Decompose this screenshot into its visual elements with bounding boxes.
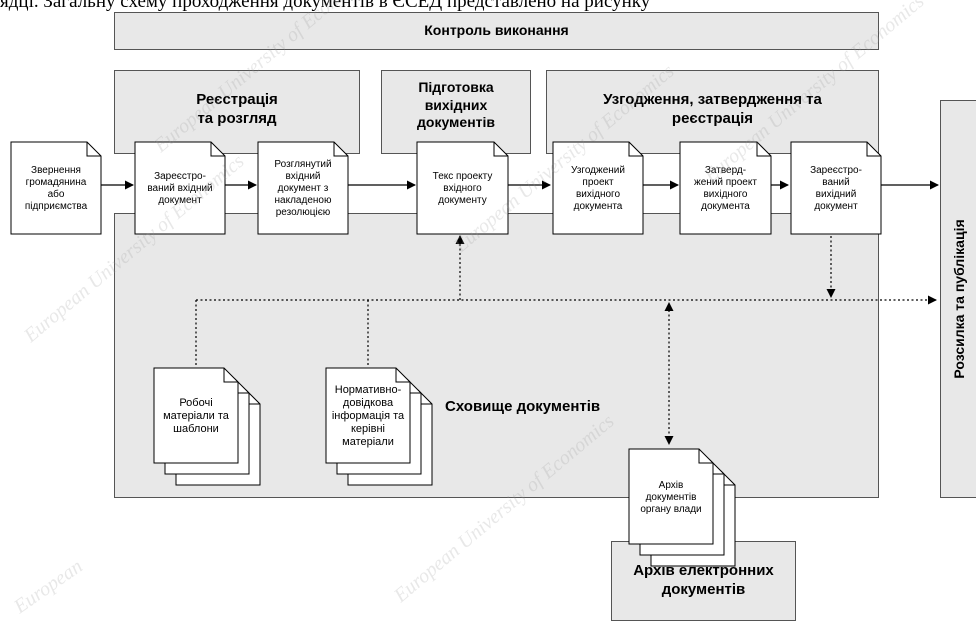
doc-draft-text: Текс проекту вхідного документу xyxy=(416,141,509,235)
stack-authority-archive: Архів документів органу влади xyxy=(628,448,736,567)
doc-registered-outgoing: Зареєстро- ваний вихідний документ xyxy=(790,141,882,235)
doc-registered-incoming-label: Зареєстро- ваний вхідний документ xyxy=(147,171,213,206)
doc-citizen-request: Звернення громадянина або підприємства xyxy=(10,141,102,235)
panel-distribution: Розсилка та публікація xyxy=(940,100,976,498)
stack-work-materials-label: Робочі матеріали та шаблони xyxy=(163,396,229,436)
panel-registration: Реєстрація та розгляд xyxy=(114,70,360,154)
doc-approved-draft-label: Затверд- жений проект вихідного документ… xyxy=(694,165,757,212)
doc-reviewed-incoming-label: Розглянутий вхідний документ з накладено… xyxy=(274,159,332,218)
doc-registered-incoming: Зареєстро- ваний вхідний документ xyxy=(134,141,226,235)
storage-title: Сховище документів xyxy=(445,397,601,415)
panel-preparation: Підготовка вихідних документів xyxy=(381,70,531,154)
doc-citizen-request-label: Звернення громадянина або підприємства xyxy=(24,165,88,212)
stack-normative-info-label: Нормативно- довідкова інформація та кері… xyxy=(331,383,405,449)
stack-normative-info: Нормативно- довідкова інформація та кері… xyxy=(325,367,433,486)
doc-reviewed-incoming: Розглянутий вхідний документ з накладено… xyxy=(257,141,349,235)
top-partial-text: ядці. Загальну схему проходження докумен… xyxy=(0,0,651,12)
panel-control: Контроль виконання xyxy=(114,12,879,50)
doc-registered-outgoing-label: Зареєстро- ваний вихідний документ xyxy=(810,165,862,212)
stack-authority-archive-label: Архів документів органу влади xyxy=(640,479,702,515)
panel-approval: Узгодження, затвердження та реєстрація xyxy=(546,70,879,154)
doc-agreed-draft-label: Узгоджений проект вихідного документа xyxy=(571,165,625,212)
doc-draft-text-label: Текс проекту вхідного документу xyxy=(432,171,493,206)
doc-agreed-draft: Узгоджений проект вихідного документа xyxy=(552,141,644,235)
doc-approved-draft: Затверд- жений проект вихідного документ… xyxy=(679,141,772,235)
stack-work-materials: Робочі матеріали та шаблони xyxy=(153,367,261,486)
